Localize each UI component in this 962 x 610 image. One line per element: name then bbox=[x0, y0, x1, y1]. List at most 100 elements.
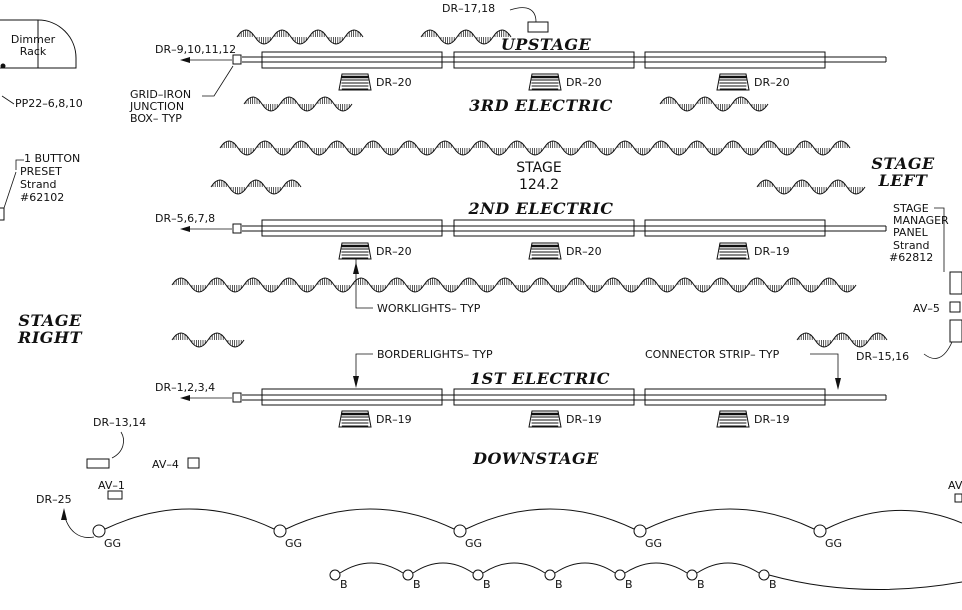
second-electric-pipe bbox=[232, 219, 887, 237]
button-preset-label-3: Strand bbox=[20, 178, 57, 191]
av-edge-box bbox=[954, 493, 962, 503]
b-outlet bbox=[402, 569, 414, 581]
gg-label: GG bbox=[465, 537, 482, 550]
gg-outlet bbox=[453, 524, 467, 538]
stage-left-title-1: STAGE bbox=[871, 154, 935, 173]
dimmer-receptacle-third: DR–20 bbox=[338, 73, 412, 91]
av-edge-label: AV bbox=[948, 479, 962, 492]
dr-1-4-label: DR–1,2,3,4 bbox=[155, 381, 215, 394]
b-label: B bbox=[483, 578, 491, 591]
receptacle-label: DR–20 bbox=[376, 76, 412, 89]
pp22-label: PP22–6,8,10 bbox=[15, 97, 83, 110]
dr-25-label: DR–25 bbox=[36, 493, 72, 506]
stage-manager-label-2: MANAGER bbox=[893, 214, 949, 227]
av-4-label: AV–4 bbox=[152, 458, 179, 471]
av-5-label: AV–5 bbox=[913, 302, 940, 315]
receptacle-label: DR–19 bbox=[754, 245, 790, 258]
gg-label: GG bbox=[104, 537, 121, 550]
dr-13-14-label: DR–13,14 bbox=[93, 416, 146, 429]
border-light-strip bbox=[210, 179, 302, 195]
border-light-strip bbox=[243, 96, 353, 112]
downstage-title: DOWNSTAGE bbox=[472, 449, 599, 468]
border-light-strip bbox=[236, 29, 364, 45]
dimmer-rack-label-2: Rack bbox=[20, 45, 47, 58]
right-wall-box bbox=[949, 319, 962, 343]
receptacle-label: DR–20 bbox=[566, 76, 602, 89]
gg-label: GG bbox=[825, 537, 842, 550]
border-light-strip bbox=[171, 332, 245, 348]
button-preset-label-4: #62102 bbox=[20, 191, 64, 204]
first-electric-title: 1ST ELECTRIC bbox=[470, 369, 610, 388]
dimmer-receptacle-first: DR–19 bbox=[338, 410, 412, 428]
dr-17-18-box bbox=[527, 21, 549, 33]
b-outlet bbox=[614, 569, 626, 581]
worklights-label: WORKLIGHTS– TYP bbox=[377, 302, 481, 315]
stage-right-title-2: RIGHT bbox=[17, 328, 83, 347]
dimmer-receptacle-second: DR–19 bbox=[716, 242, 790, 260]
gg-outlet bbox=[92, 524, 106, 538]
work-light-strip bbox=[219, 140, 851, 156]
b-outlet bbox=[329, 569, 341, 581]
second-electric-title: 2ND ELECTRIC bbox=[468, 199, 614, 218]
button-preset-box bbox=[0, 207, 5, 221]
dr-17-18-label: DR–17,18 bbox=[442, 2, 495, 15]
button-preset-label-2: PRESET bbox=[20, 165, 62, 178]
dimmer-rack-label-1: Dimmer bbox=[11, 33, 56, 46]
receptacle-label: DR–20 bbox=[754, 76, 790, 89]
b-outlet bbox=[544, 569, 556, 581]
first-electric-pipe bbox=[232, 388, 887, 406]
receptacle-label: DR–20 bbox=[376, 245, 412, 258]
dimmer-receptacle-third: DR–20 bbox=[528, 73, 602, 91]
dimmer-receptacle-second: DR–20 bbox=[528, 242, 602, 260]
stage-left-title-2: LEFT bbox=[878, 171, 928, 190]
stage-manager-label-3: PANEL bbox=[893, 226, 929, 239]
av-1-label: AV–1 bbox=[98, 479, 125, 492]
gridiron-label-1: GRID–IRON bbox=[130, 88, 191, 101]
gg-outlet bbox=[273, 524, 287, 538]
receptacle-label: DR–20 bbox=[566, 245, 602, 258]
border-light-strip bbox=[796, 332, 888, 348]
b-outlet bbox=[686, 569, 698, 581]
gg-label: GG bbox=[645, 537, 662, 550]
gridiron-label-2: JUNCTION bbox=[129, 100, 184, 113]
b-label: B bbox=[340, 578, 348, 591]
receptacle-label: DR–19 bbox=[754, 413, 790, 426]
dr-15-16-label: DR–15,16 bbox=[856, 350, 909, 363]
stage-manager-panel-box bbox=[949, 271, 962, 295]
gridiron-label-3: BOX– TYP bbox=[130, 112, 182, 125]
b-outlet bbox=[758, 569, 770, 581]
dimmer-receptacle-second: DR–20 bbox=[338, 242, 412, 260]
connector-strip-label: CONNECTOR STRIP– TYP bbox=[645, 348, 780, 361]
third-electric-title: 3RD ELECTRIC bbox=[469, 96, 613, 115]
dr-13-14-box bbox=[86, 458, 110, 469]
av-5-box bbox=[949, 301, 961, 313]
dimmer-receptacle-first: DR–19 bbox=[528, 410, 602, 428]
receptacle-label: DR–19 bbox=[566, 413, 602, 426]
gg-label: GG bbox=[285, 537, 302, 550]
button-preset-label-1: 1 BUTTON bbox=[24, 152, 80, 165]
stage-right-title-1: STAGE bbox=[18, 311, 82, 330]
dr-5-8-label: DR–5,6,7,8 bbox=[155, 212, 215, 225]
stage-manager-label-1: STAGE bbox=[893, 202, 929, 215]
stage-number: 124.2 bbox=[519, 177, 559, 193]
border-light-strip bbox=[420, 29, 512, 45]
dimmer-rack: Dimmer Rack bbox=[0, 19, 77, 69]
stage-manager-label-4: Strand bbox=[893, 239, 930, 252]
borderlights-label: BORDERLIGHTS– TYP bbox=[377, 348, 493, 361]
receptacle-label: DR–19 bbox=[376, 413, 412, 426]
stage-manager-label-5: #62812 bbox=[889, 251, 933, 264]
dimmer-receptacle-first: DR–19 bbox=[716, 410, 790, 428]
b-label: B bbox=[413, 578, 421, 591]
b-label: B bbox=[769, 578, 777, 591]
av-1-box bbox=[107, 490, 123, 500]
b-outlet bbox=[472, 569, 484, 581]
b-label: B bbox=[555, 578, 563, 591]
dr-9-12-label: DR–9,10,11,12 bbox=[155, 43, 236, 56]
border-light-strip bbox=[756, 179, 866, 195]
gg-outlet bbox=[813, 524, 827, 538]
av-4-box bbox=[187, 457, 200, 469]
upstage-title: UPSTAGE bbox=[501, 35, 592, 54]
third-electric-pipe bbox=[232, 51, 887, 69]
gg-outlet bbox=[633, 524, 647, 538]
